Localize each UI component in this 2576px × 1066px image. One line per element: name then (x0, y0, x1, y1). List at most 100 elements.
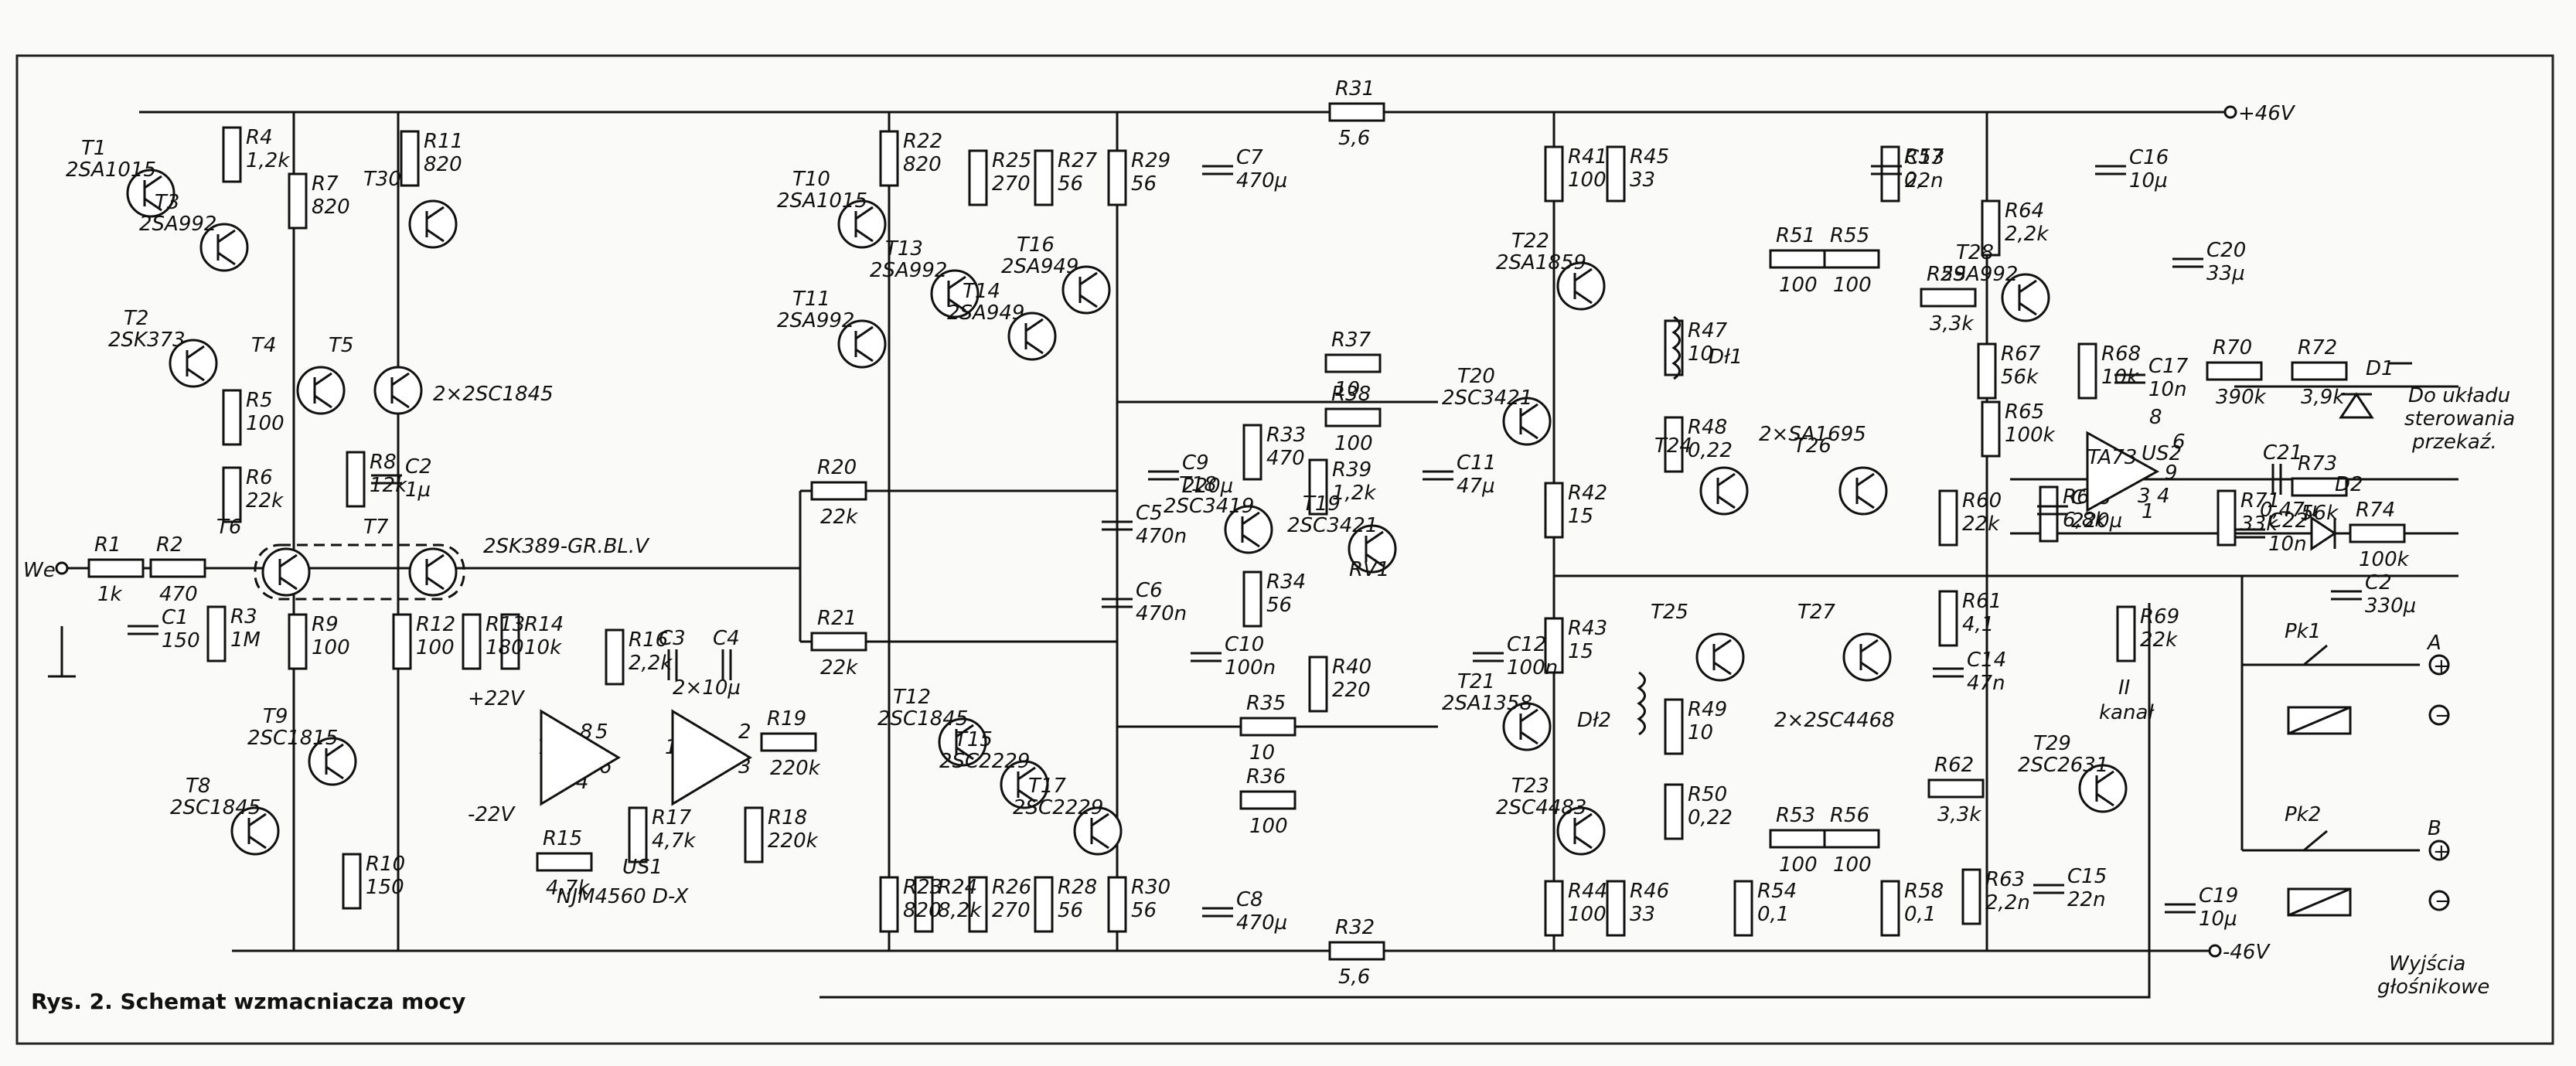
pk2-label: Pk2 (2285, 803, 2321, 826)
r38-ref: R38 (1331, 383, 1371, 406)
r21-resistor (810, 632, 867, 652)
r51-resistor (1769, 249, 1826, 269)
r72-ref: R72 (2298, 336, 2337, 359)
t15-transistor (1000, 760, 1049, 809)
t5-transistor (373, 366, 423, 415)
t24-ref: T24 (1654, 434, 1692, 458)
t4-ref: T4 (251, 334, 276, 357)
r26-ref: R26 (992, 876, 1031, 899)
r37-ref: R37 (1331, 329, 1371, 352)
t18-transistor (1224, 505, 1273, 554)
r53-value: 100 (1779, 853, 1818, 877)
r60-value: 22k (1962, 513, 2000, 536)
r58-value: 0,1 (1904, 903, 1936, 926)
t14-emitter (1025, 340, 1044, 355)
r11-value: 820 (424, 153, 462, 176)
r51-value: 100 (1779, 274, 1818, 297)
r57-value: 0, (1904, 169, 1923, 192)
r30-ref: R30 (1131, 876, 1170, 899)
r27-ref: R27 (1058, 149, 1098, 172)
r14-value: 10k (524, 636, 562, 659)
t24-collector (1717, 472, 1736, 487)
c10-value: 100n (1225, 656, 1276, 679)
r46-value: 33 (1630, 903, 1655, 926)
output-a-label: A (2426, 632, 2441, 655)
r13-resistor (462, 613, 482, 670)
outputs-caption-line1: Wyjścia (2389, 952, 2465, 976)
r70-resistor (2206, 361, 2263, 381)
r20-resistor (810, 481, 867, 501)
transistors (126, 169, 2128, 856)
r40-ref: R40 (1332, 656, 1371, 679)
t23-part: 2SC4483 (1496, 796, 1586, 819)
r47-value: 10 (1688, 342, 1713, 366)
r54-value: 0,1 (1757, 903, 1789, 926)
c11-ref: C11 (1457, 451, 1496, 475)
t8-emitter (248, 835, 267, 850)
t4-emitter (314, 394, 332, 409)
t26-emitter (1856, 495, 1875, 509)
r44-value: 100 (1568, 903, 1607, 926)
us1-label: US1 (622, 856, 663, 879)
r49-value: 10 (1688, 721, 1713, 744)
t16-part: 2SA949 (1001, 255, 1078, 278)
r64-ref: R64 (2005, 199, 2044, 223)
t3-collector (217, 229, 236, 244)
r24-resistor (914, 876, 934, 933)
us2-pin-8: 8 (2149, 406, 2162, 429)
t17-part: 2SC2229 (1013, 796, 1103, 819)
r71-value: 33k (2240, 513, 2278, 536)
t25-transistor (1695, 632, 1745, 682)
r24-ref: R24 (938, 876, 977, 899)
t5-emitter (391, 394, 410, 409)
c9-ref: C9 (1182, 451, 1209, 475)
r66-value: 6,8k (2063, 509, 2107, 532)
r13-ref: R13 (486, 613, 525, 636)
r23-resistor (879, 876, 899, 933)
r61-ref: R61 (1962, 590, 2002, 613)
r45-resistor (1606, 145, 1626, 203)
t1-emitter (144, 197, 162, 212)
c20-ref: C20 (2206, 239, 2246, 262)
relay-control-note-line2: sterowania (2404, 407, 2515, 431)
t21-ref: T21 (1457, 670, 1495, 693)
r73-resistor (2291, 477, 2348, 497)
r37-value: 10 (1334, 378, 1360, 401)
r64-value: 2,2k (2005, 223, 2049, 246)
r24-value: 8,2k (938, 899, 982, 922)
t2-emitter (186, 367, 205, 382)
terminal-minus-glyph: − (2435, 704, 2452, 727)
t21-transistor (1502, 702, 1552, 751)
t13-ref: T13 (885, 237, 923, 261)
t3-ref: T3 (155, 191, 179, 214)
t15-collector (1017, 766, 1036, 781)
r46-resistor (1606, 880, 1626, 937)
r19-resistor (760, 732, 817, 752)
r63-resistor (1961, 868, 1981, 925)
r61-resistor (1938, 590, 1958, 647)
t30-collector (426, 206, 445, 220)
output-b-minus-terminal (2428, 890, 2450, 911)
c9-value: 220µ (1182, 475, 1233, 498)
t27-transistor (1842, 632, 1892, 682)
t23-transistor (1556, 806, 1606, 856)
r32-value: 5,6 (1338, 966, 1370, 989)
r49-resistor (1664, 698, 1684, 755)
t8-part: 2SC1845 (170, 796, 261, 819)
r69-ref: R69 (2140, 605, 2179, 628)
t13-emitter (948, 298, 966, 312)
c11-value: 47µ (1457, 475, 1495, 498)
dl1-inductor-symbol (1671, 315, 1681, 380)
t10-collector (855, 206, 874, 220)
c12-value: 100n (1507, 656, 1558, 679)
pk1-contact (2303, 644, 2328, 666)
pos-rail-label: +46V (2238, 102, 2296, 125)
r41-value: 100 (1568, 169, 1607, 192)
r1-resistor (87, 558, 145, 578)
capacitors (128, 165, 2362, 918)
r39-resistor (1308, 458, 1328, 516)
r46-ref: R46 (1630, 880, 1669, 903)
c2b-value: 330µ (2365, 594, 2416, 618)
t21-part: 2SA1358 (1442, 692, 1532, 715)
